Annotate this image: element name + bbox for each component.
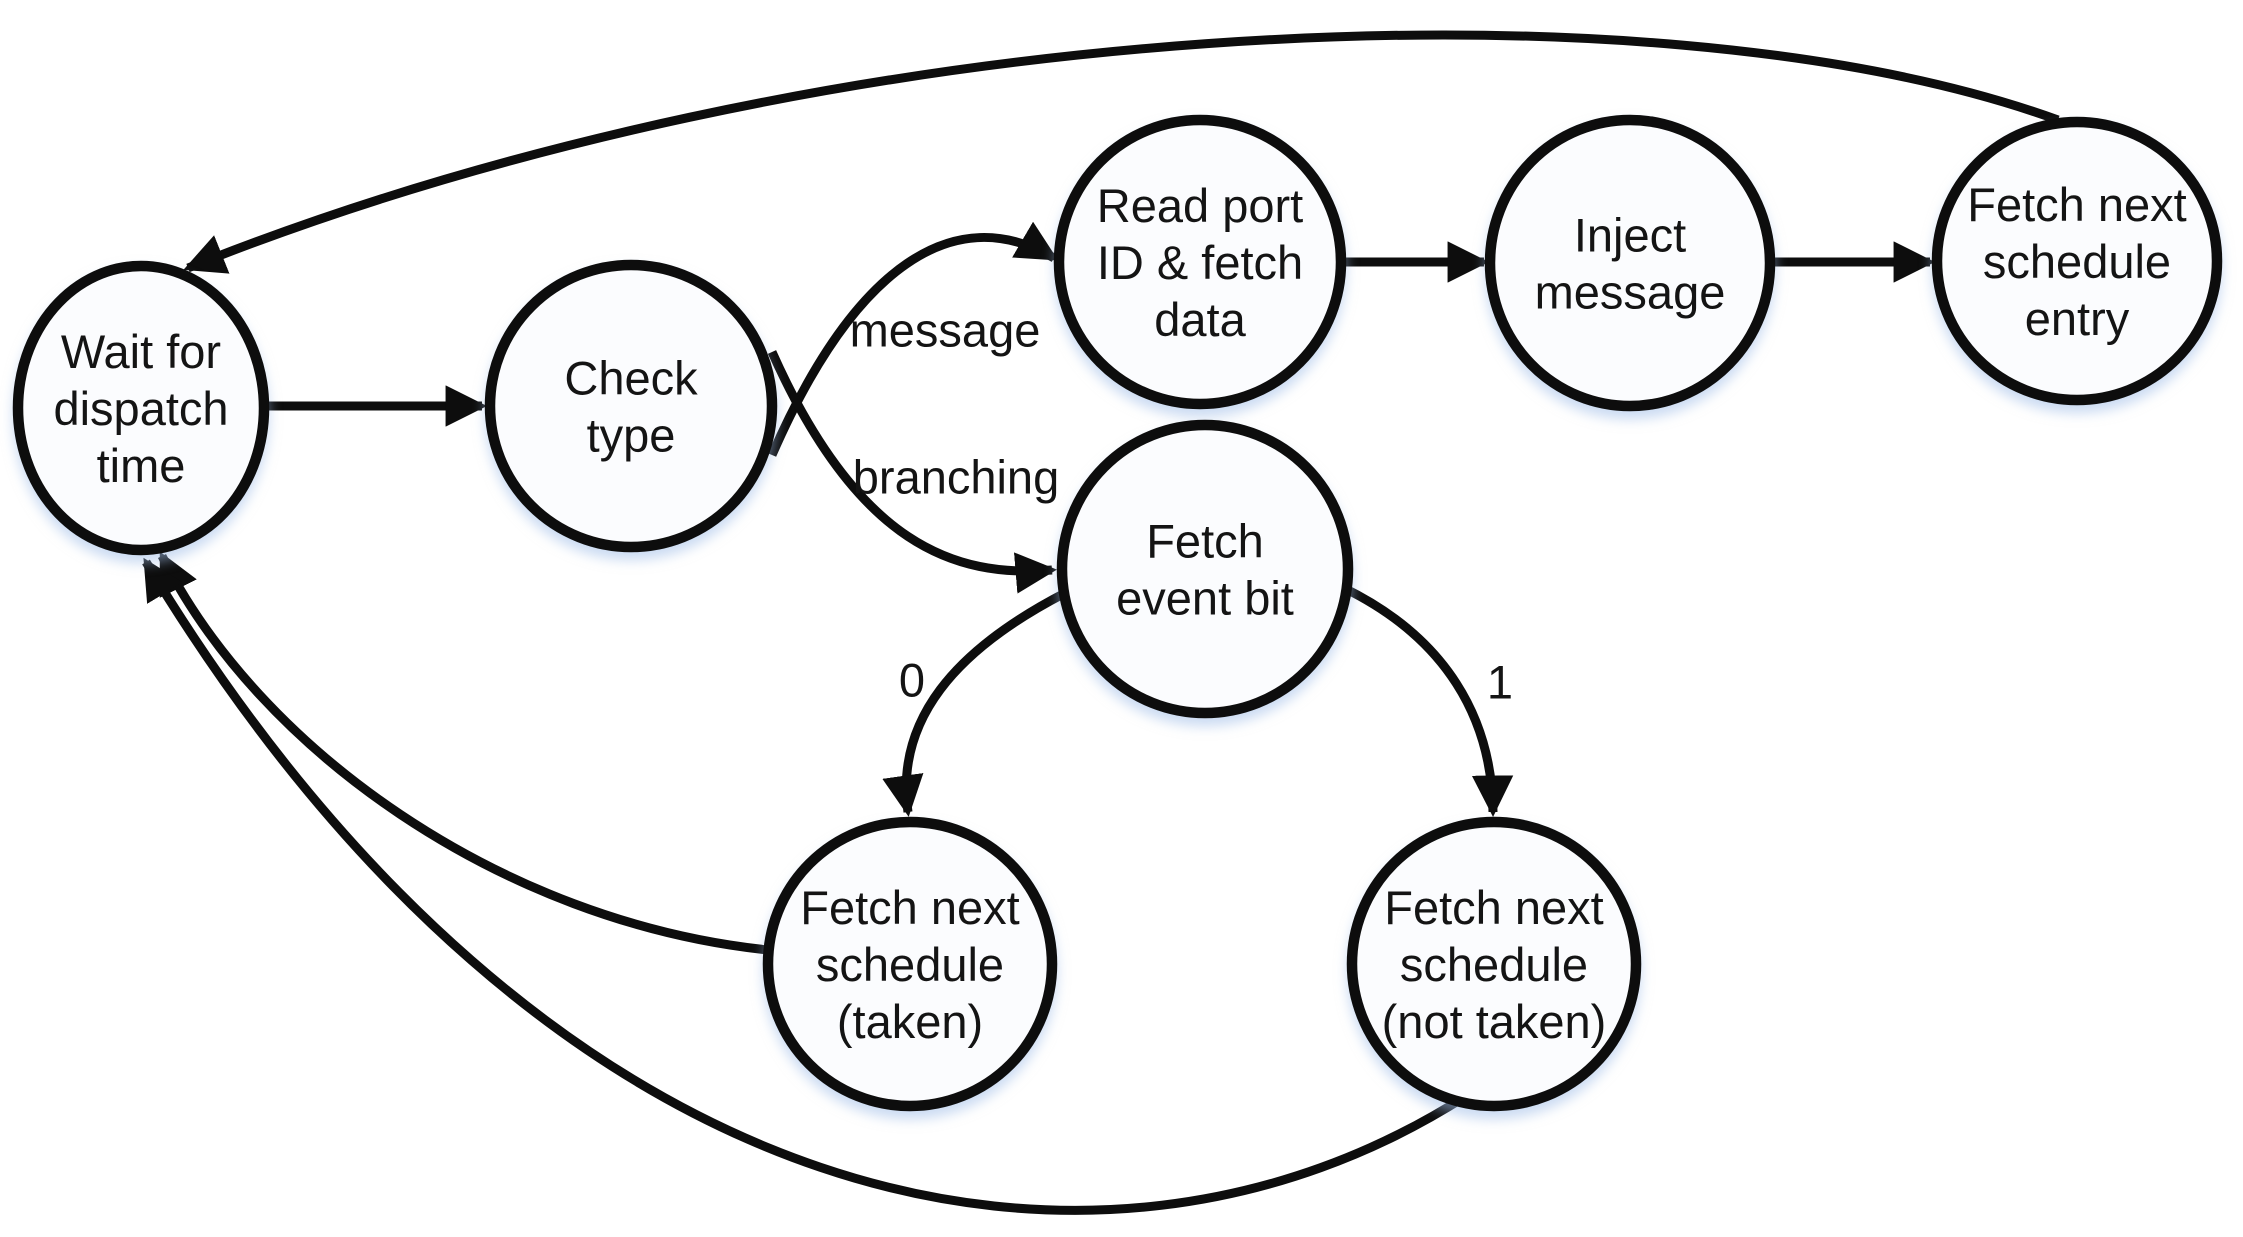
node-label-line: Fetch: [1146, 514, 1264, 567]
node-inject-message: [1484, 114, 1776, 412]
node-label-line: (not taken): [1382, 995, 1607, 1048]
node-label-line: Fetch next: [800, 881, 1019, 934]
node-check-type: [484, 259, 778, 553]
node-label-line: Read port: [1097, 179, 1303, 232]
edge-label-fetch-event-bit-to-fetch-taken: 0: [899, 654, 925, 707]
edge-fetch-event-bit-to-fetch-taken: [882, 589, 1068, 817]
node-label-line: entry: [2025, 292, 2130, 345]
node-label-line: Check: [564, 351, 698, 404]
node-label-line: schedule: [1983, 235, 2171, 288]
node-label-line: Inject: [1574, 208, 1686, 261]
edge-fetch-entry-to-wait-dispatch: [183, 30, 2060, 274]
node-label-line: schedule: [816, 938, 1004, 991]
node-label-line: Fetch next: [1967, 178, 2186, 231]
node-label-line: ID & fetch: [1097, 236, 1303, 289]
node-read-port: [1053, 114, 1347, 410]
edge-label-fetch-event-bit-to-fetch-not-taken: 1: [1487, 656, 1513, 709]
node-label-line: message: [1535, 265, 1726, 318]
edge-label-check-type-to-fetch-event-bit: branching: [853, 451, 1059, 504]
node-fetch-taken: [762, 816, 1058, 1112]
edges-layer: [142, 30, 2060, 1215]
node-label-line: time: [97, 439, 186, 492]
node-label-line: data: [1154, 293, 1246, 346]
node-label-line: event bit: [1116, 571, 1294, 624]
edge-check-type-to-fetch-event-bit: [767, 350, 1057, 594]
edge-check-type-to-read-port: [767, 221, 1059, 457]
node-fetch-entry: [1931, 116, 2223, 406]
edge-fetch-not-taken-to-wait-dispatch: [142, 557, 1469, 1215]
edge-labels-layer: message branching 0 1: [850, 304, 1513, 709]
node-label-line: dispatch: [53, 382, 228, 435]
node-label-line: type: [587, 408, 676, 461]
edge-fetch-taken-to-wait-dispatch: [157, 551, 769, 955]
edge-fetch-event-bit-to-fetch-not-taken: [1342, 583, 1514, 817]
node-label-line: Wait for: [61, 325, 221, 378]
node-fetch-event-bit: [1056, 419, 1354, 719]
node-label-line: (taken): [837, 995, 983, 1048]
node-label-line: Fetch next: [1384, 881, 1603, 934]
node-wait-dispatch: [12, 260, 270, 556]
edge-label-check-type-to-read-port: message: [850, 304, 1041, 357]
node-fetch-not-taken: [1346, 816, 1642, 1112]
node-label-line: schedule: [1400, 938, 1588, 991]
